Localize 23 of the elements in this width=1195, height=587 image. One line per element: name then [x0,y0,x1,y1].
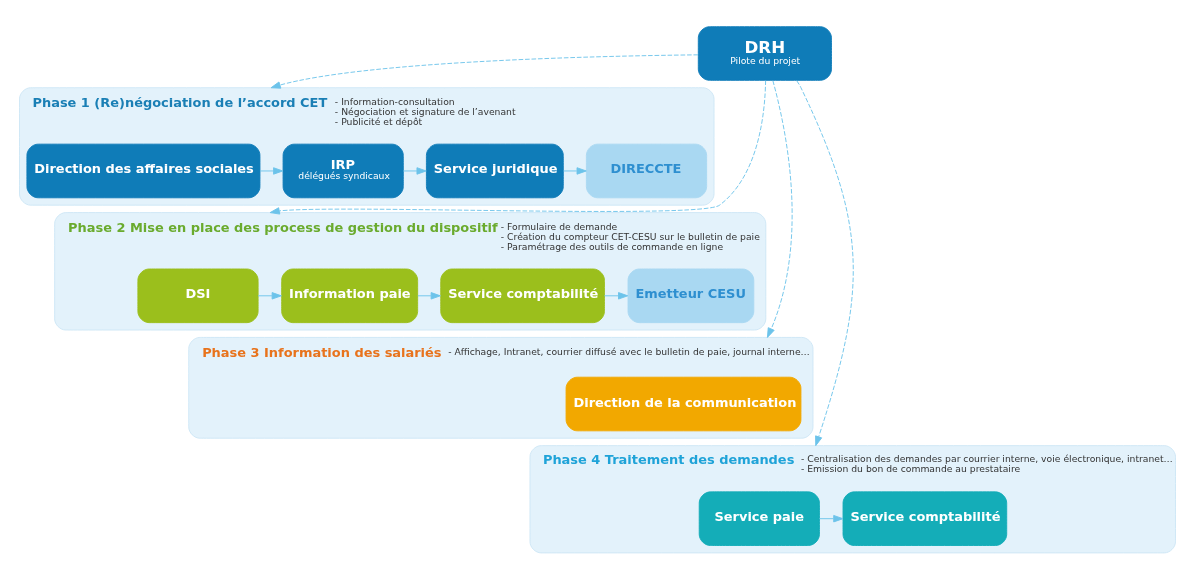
node-box: Information paie [281,268,419,324]
node-box: Service comptabilité [842,491,1008,546]
arrow [259,167,284,175]
arrow [269,80,767,215]
node-box: DIRECCTE [585,143,708,199]
arrow [819,515,844,523]
node-box: Service juridique [425,143,564,199]
arrow [766,80,793,338]
node-box: Service comptabilité [440,268,605,324]
node-box: IRP délégués syndicaux [282,143,404,199]
arrow [270,54,699,89]
node-box: Direction de la communication [565,376,802,432]
arrow [402,167,427,175]
arrow [604,292,629,300]
node-box: Emetteur CESU [627,268,755,324]
node-box: Service paie [698,491,820,546]
node-box: DSI [137,268,259,324]
arrow [563,167,587,175]
arrow [257,292,282,300]
node-box: DRH Pilote du projet [697,26,832,81]
arrow [417,292,441,300]
arrow [796,80,854,447]
node-box: Direction des affaires sociales [26,143,261,199]
